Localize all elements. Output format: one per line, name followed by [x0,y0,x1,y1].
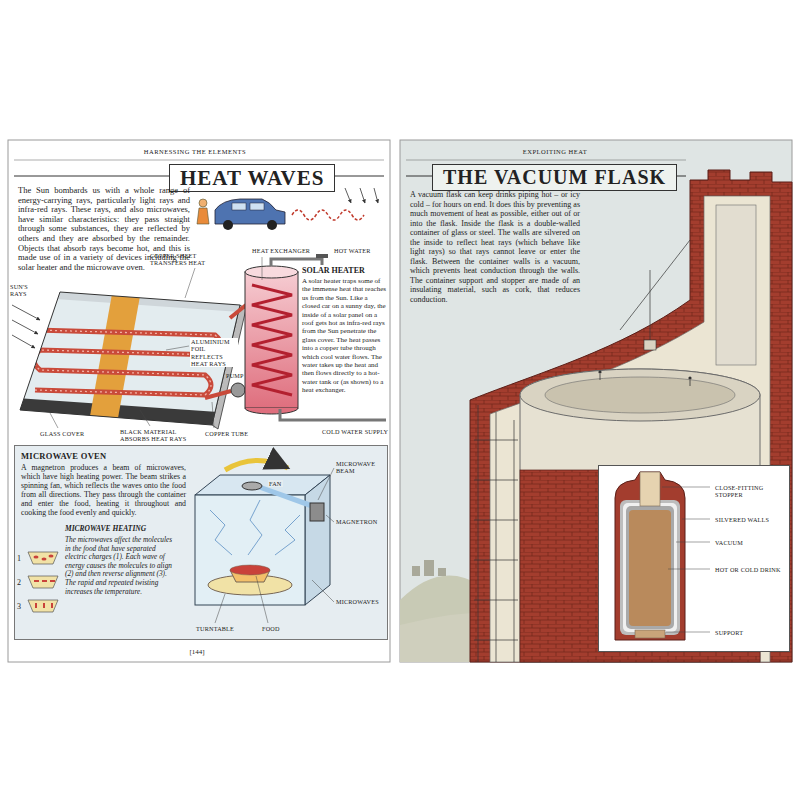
part-label: FAN [268,480,283,487]
part-label: FOOD [262,625,280,632]
title-box: HEAT WAVES [169,164,335,192]
leader-lines [50,257,262,428]
part-label: COLD WATER SUPPLY [322,428,388,435]
title-text: THE VACUUM FLASK [433,165,676,190]
body-text: A vacuum flask can keep drinks piping ho… [410,190,580,304]
microwave-leaders [215,468,334,623]
part-label: CLOSE-FITTING STOPPER [715,484,787,499]
part-label: ALUMINIUM FOIL REFLECTS HEAT RAYS [190,338,238,367]
part-label: MICROWAVES [336,598,379,605]
flask-inset [598,465,790,652]
microwave-panel-ground [14,445,388,640]
part-label: VACUUM [715,539,787,546]
title-box: THE VACUUM FLASK [432,164,677,191]
body-text: The microwaves affect the molecules in t… [65,536,173,596]
part-label: COPPER TUBE [205,430,248,437]
part-label: PUMP [226,372,244,379]
part-label: BLACK MATERIAL ABSORBS HEAT RAYS [120,428,198,443]
section-heading: MICROWAVE OVEN [21,451,107,461]
car-scene [197,188,378,230]
callout-number: 1 [17,554,21,563]
part-label: SILVERED WALLS [715,516,787,523]
running-head: EXPLOITING HEAT [480,148,630,156]
body-text: A magnetron produces a beam of microwave… [21,463,186,517]
page-number: [144] [182,648,212,656]
solar-panel [12,292,250,429]
part-label: TURNTABLE [196,625,234,632]
callout-number: 2 [17,578,21,587]
part-label: MAGNETRON [336,518,377,525]
title-text: HEAT WAVES [170,165,334,191]
section-heading: SOLAR HEATER [302,266,365,275]
right-page [400,140,792,662]
section-heading: MICROWAVE HEATING [65,525,146,534]
inset-panel: CLOSE-FITTING STOPPER SILVERED WALLS VACUU… [598,465,790,652]
microwave-oven [195,460,330,605]
microwave-panel: MICROWAVE OVEN A magnetron produces a bea… [14,445,388,640]
callout-number: 3 [17,602,21,611]
part-label: MICROWAVE BEAM [336,460,384,475]
body-text: A solar heater traps some of the immense… [302,277,386,395]
part-label: HOT WATER [334,247,370,254]
part-label: HOT OR COLD DRINK [715,566,787,573]
heat-exchanger-tank [245,254,386,420]
part-label: SUN'S RAYS [10,283,46,298]
part-label: COPPER SHEET TRANSFERS HEAT [150,252,212,267]
molecule-bowls [28,552,58,612]
part-label: HEAT EXCHANGER [252,247,310,254]
part-label: GLASS COVER [40,430,84,437]
running-head: HARNESSING THE ELEMENTS [120,148,270,156]
part-label: SUPPORT [715,629,787,636]
left-page [8,140,390,662]
